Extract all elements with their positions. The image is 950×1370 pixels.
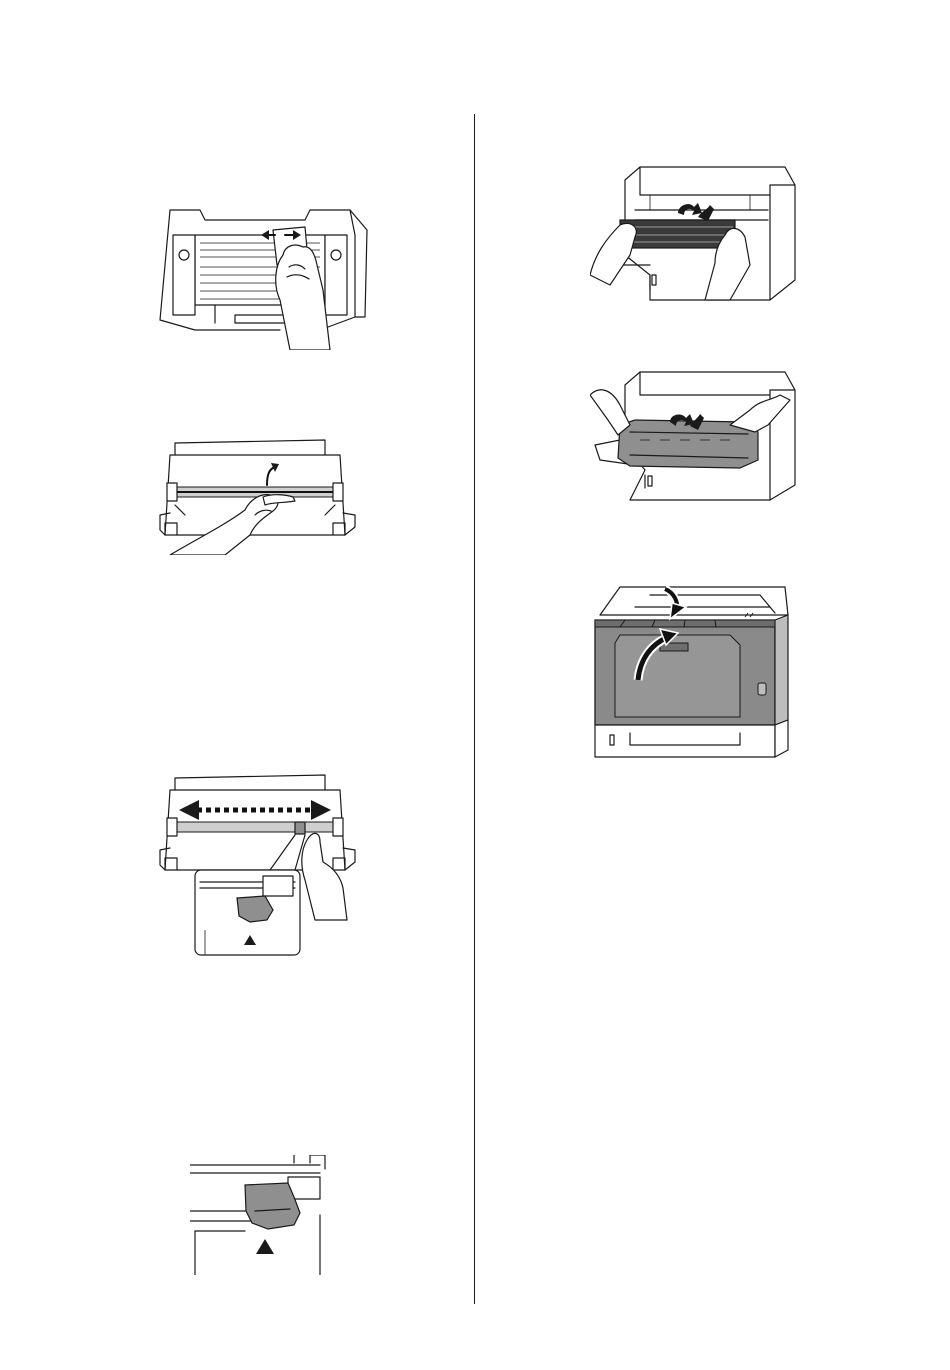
close-front-cover-illustration (590, 585, 795, 760)
cleaning-tab-home-position-illustration (190, 1155, 335, 1275)
lift-film-with-finger-illustration (155, 435, 365, 555)
wipe-roller-with-cloth-illustration (155, 205, 370, 350)
insert-toner-cartridge-illustration (590, 370, 800, 505)
slide-cleaning-tab-illustration (155, 770, 370, 960)
column-divider (474, 114, 475, 1304)
insert-drum-unit-illustration (590, 165, 800, 305)
